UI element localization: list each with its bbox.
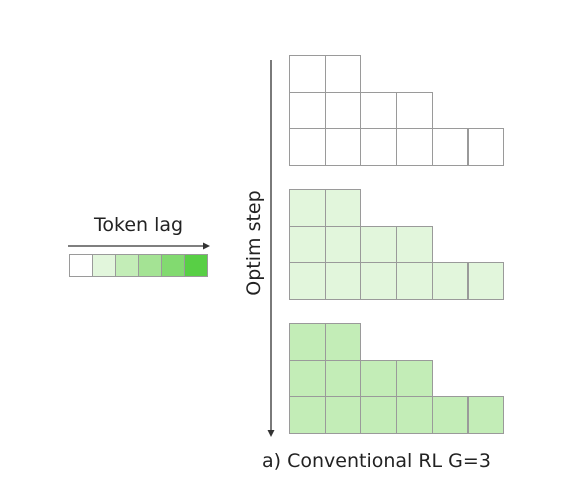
token-cell — [396, 225, 433, 264]
token-cell — [324, 225, 362, 264]
token-cell — [360, 396, 398, 435]
token-lag-swatch-3 — [138, 254, 162, 277]
token-cell — [396, 359, 433, 398]
token-lag-title: Token lag — [94, 214, 184, 236]
token-cell — [360, 128, 398, 167]
token-lag-swatch-0 — [69, 254, 93, 277]
token-cell — [289, 55, 326, 93]
token-cell — [360, 262, 398, 301]
token-cell — [289, 262, 326, 301]
token-cell — [289, 225, 326, 264]
token-cell — [467, 128, 505, 167]
optim-step-arrow — [267, 60, 275, 437]
token-cell — [324, 396, 362, 435]
optim-step-label: Optim step — [243, 190, 265, 296]
token-cell — [324, 359, 362, 398]
token-lag-swatch-1 — [92, 254, 116, 277]
token-cell — [360, 359, 398, 398]
token-cell — [289, 396, 326, 435]
token-cell — [324, 262, 362, 301]
token-cell — [289, 91, 326, 130]
token-cell — [431, 262, 469, 301]
token-lag-swatch-2 — [115, 254, 139, 277]
token-cell — [324, 91, 362, 130]
token-cell — [289, 189, 326, 227]
token-cell — [289, 323, 326, 361]
token-lag-swatch-4 — [161, 254, 185, 277]
token-cell — [324, 55, 362, 93]
token-cell — [289, 359, 326, 398]
token-lag-swatch-5 — [184, 254, 208, 277]
token-cell — [324, 323, 362, 361]
token-cell — [396, 128, 433, 167]
token-cell — [431, 396, 469, 435]
token-cell — [324, 189, 362, 227]
token-cell — [289, 128, 326, 167]
diagram-caption: a) Conventional RL G=3 — [262, 450, 491, 472]
token-lag-arrow — [68, 242, 210, 250]
token-cell — [467, 396, 505, 435]
token-cell — [396, 262, 433, 301]
token-cell — [396, 396, 433, 435]
token-cell — [324, 128, 362, 167]
token-cell — [396, 91, 433, 130]
token-cell — [467, 262, 505, 301]
token-cell — [360, 225, 398, 264]
token-cell — [431, 128, 469, 167]
token-cell — [360, 91, 398, 130]
